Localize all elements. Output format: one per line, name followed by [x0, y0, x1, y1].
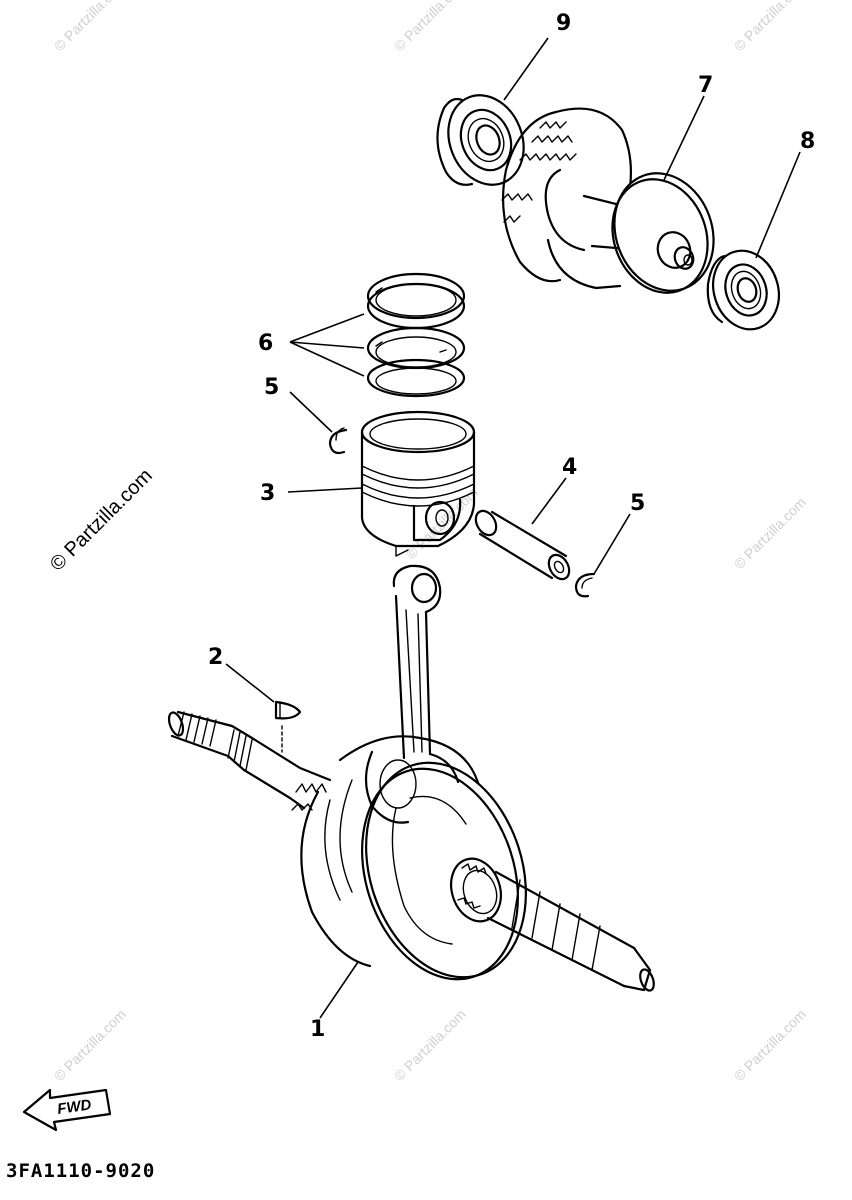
leader-5-right: [593, 513, 631, 575]
callout-4: 4: [562, 455, 577, 480]
callout-5-right: 5: [630, 491, 645, 516]
watermark-left-prominent: © Partzilla.com: [46, 465, 157, 576]
part-4-piston-pin: [474, 509, 571, 581]
fwd-label: FWD: [56, 1096, 92, 1118]
watermark-top-center: © Partzilla.com: [391, 0, 469, 54]
callouts: 9 7 8 6 5 3 4 5 2 1: [208, 11, 815, 1042]
leader-6a: [289, 313, 365, 343]
callout-5-left: 5: [264, 375, 279, 400]
callout-2: 2: [208, 645, 223, 670]
part-1-crankshaft: [167, 564, 655, 992]
part-9-bearing: [436, 94, 525, 186]
callout-6: 6: [258, 331, 273, 356]
watermark-bottom-left: © Partzilla.com: [51, 1006, 129, 1084]
callout-9: 9: [556, 11, 571, 36]
part-2-woodruff-key: [274, 700, 302, 753]
leader-9: [503, 37, 549, 101]
callout-3: 3: [260, 481, 275, 506]
watermark-mid-right: © Partzilla.com: [731, 494, 809, 572]
part-7-balancer-shaft: [501, 107, 715, 294]
diagram-reference-code: 3FA1110-9020: [6, 1160, 156, 1182]
leader-5-left: [289, 391, 333, 433]
leader-6c: [289, 341, 365, 377]
fwd-arrow-icon: FWD: [22, 1088, 112, 1132]
part-3-piston: [360, 410, 476, 557]
watermark-top-right: © Partzilla.com: [731, 0, 809, 54]
watermark-top-left: © Partzilla.com: [51, 0, 129, 54]
leader-3: [287, 487, 363, 493]
leader-lines: [225, 37, 801, 1019]
leader-4: [531, 477, 567, 525]
leader-7: [663, 95, 705, 181]
leader-6b: [289, 341, 365, 349]
part-5-circlip-left: [328, 427, 348, 455]
leader-1: [319, 961, 359, 1019]
callout-1: 1: [310, 1017, 325, 1042]
leader-8: [755, 151, 801, 259]
part-8-bearing: [706, 249, 780, 331]
leader-2: [225, 663, 275, 703]
callout-8: 8: [800, 129, 815, 154]
watermark-bottom-right: © Partzilla.com: [731, 1006, 809, 1084]
part-5-circlip-right: [574, 572, 596, 598]
callout-7: 7: [698, 73, 713, 98]
watermark-bottom-center: © Partzilla.com: [391, 1006, 469, 1084]
part-6-piston-rings: [366, 272, 466, 398]
